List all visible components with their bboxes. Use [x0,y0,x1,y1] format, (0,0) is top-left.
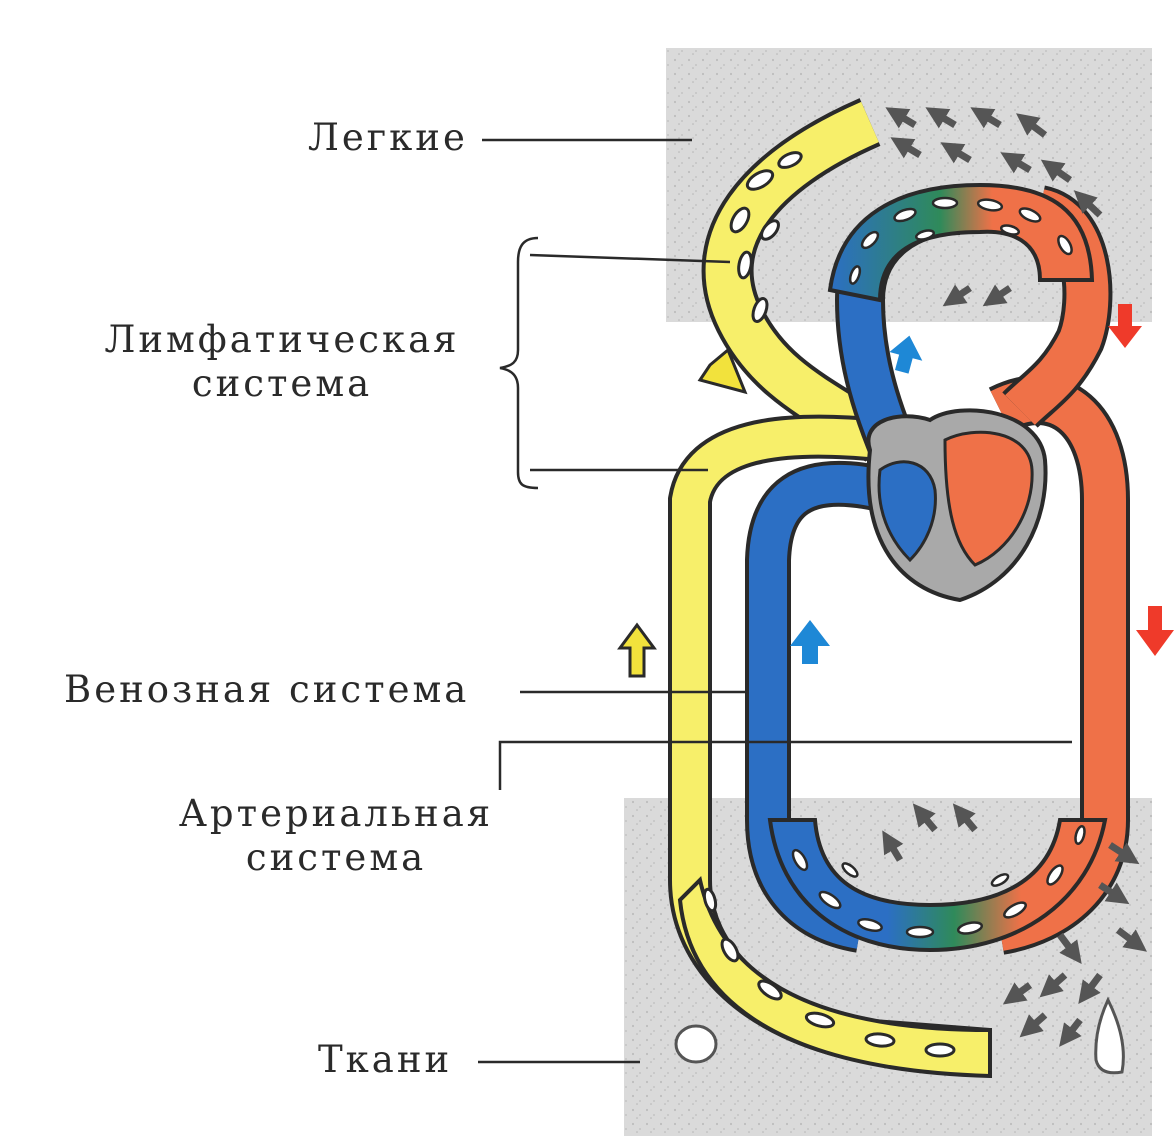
label-arterial-line1: Артериальная [156,792,516,836]
label-venous-system: Венозная система [64,668,469,712]
label-lymphatic-line2: система [84,362,480,406]
lymph-flow-arrow-lower [620,625,654,676]
lymph-bracket [500,238,538,488]
label-lungs: Легкие [308,116,468,160]
label-arterial-system: Артериальная система [156,792,516,880]
tissue-vessel-lumen [676,1026,716,1062]
label-tissues: Ткани [318,1038,452,1082]
label-lymphatic-line1: Лимфатическая [84,318,480,362]
venous-flow-arrow [790,620,830,664]
heart [868,410,1045,600]
label-arterial-line2: система [156,836,516,880]
label-lymphatic-system: Лимфатическая система [84,318,480,406]
arterial-flow-arrow [1136,606,1174,656]
